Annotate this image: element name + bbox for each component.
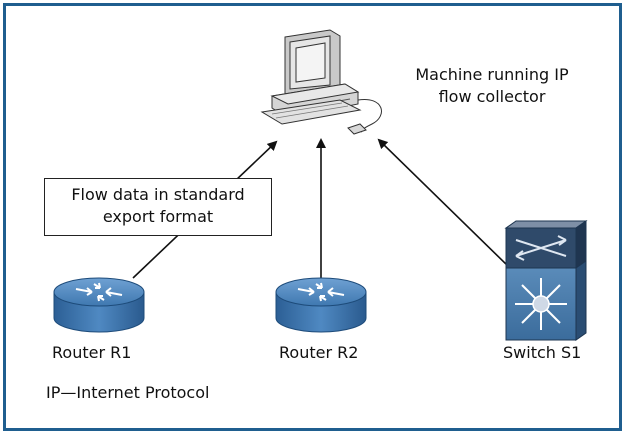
flow-data-callout: Flow data in standard export format: [44, 178, 272, 236]
callout-line1: Flow data in standard: [71, 185, 245, 204]
arrow-s1-to-collector: [377, 138, 511, 269]
switch-s1-label: Switch S1: [503, 343, 582, 362]
collector-label-line1: Machine running IP: [415, 65, 569, 84]
collector-label: Machine running IP flow collector: [372, 64, 612, 108]
computer-workstation-icon: [260, 29, 382, 135]
footnote: IP—Internet Protocol: [46, 383, 210, 402]
router-r1-label: Router R1: [52, 343, 132, 362]
multilayer-switch-icon: [504, 220, 588, 341]
router-r2-icon: [275, 277, 367, 333]
router-r1-icon: [53, 277, 145, 333]
callout-line2: export format: [102, 207, 214, 226]
collector-label-line2: flow collector: [438, 87, 546, 106]
router-r2-label: Router R2: [279, 343, 359, 362]
